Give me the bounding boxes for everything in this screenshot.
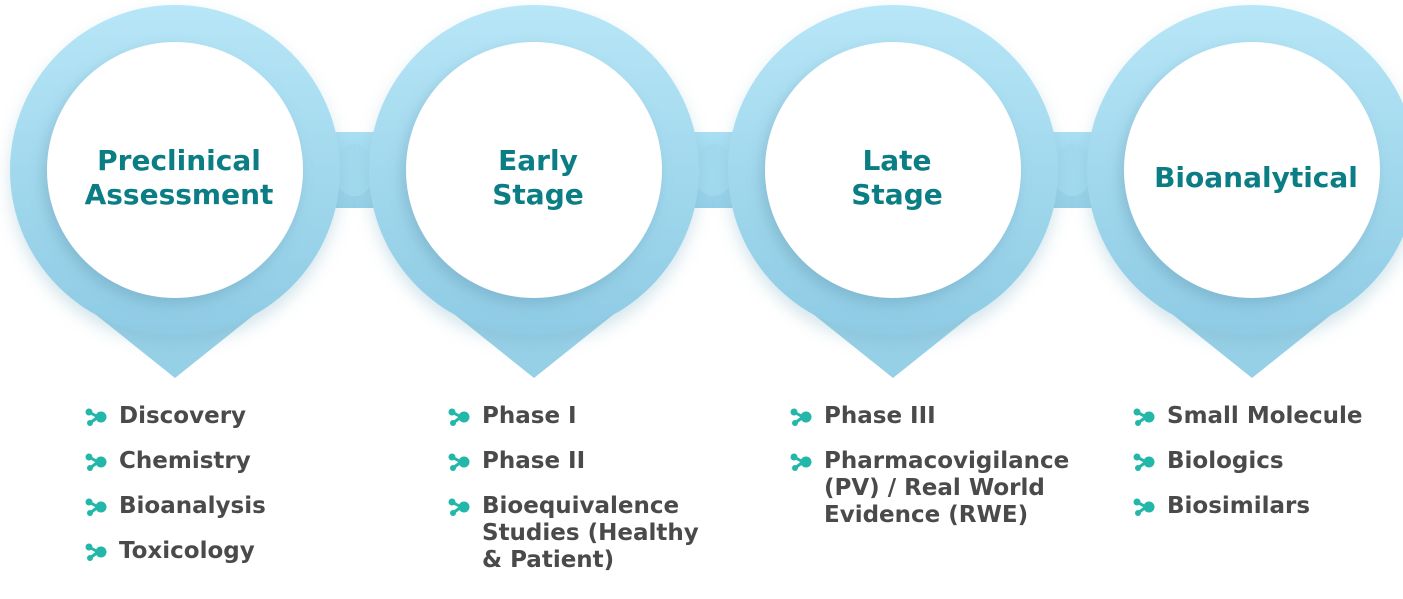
molecule-icon [85, 543, 107, 561]
molecule-icon [1133, 498, 1155, 516]
bullet-label: Biologics [1167, 448, 1284, 474]
bullet-item: Biologics [1133, 448, 1363, 475]
molecule-icon [790, 408, 812, 426]
bullet-label: Biosimilars [1167, 493, 1311, 519]
molecule-icon [790, 453, 812, 471]
connector-knot [693, 144, 734, 196]
molecule-icon [85, 498, 107, 516]
molecule-icon [85, 453, 107, 471]
stage-inner-circle [1124, 42, 1380, 298]
bullet-label: Bioanalysis [119, 493, 266, 519]
bullet-item: Discovery [85, 403, 266, 430]
bullet-label: Pharmacovigilance (PV) / Real World Evid… [824, 448, 1070, 528]
bullet-item: Bioanalysis [85, 493, 266, 520]
molecule-icon [448, 453, 470, 471]
stage-bullet-list: Phase I Phase II Bioequivalence Studies (H… [448, 403, 699, 592]
stage-inner-circle [765, 42, 1021, 298]
molecule-icon [85, 408, 107, 426]
bullet-item: Biosimilars [1133, 493, 1363, 520]
stage-title: Early Stage [492, 144, 584, 211]
bullet-label: Phase II [482, 448, 586, 474]
stage-inner-circle [406, 42, 662, 298]
connector-knot [1052, 144, 1093, 196]
molecule-icon [1133, 408, 1155, 426]
stage-title: Late Stage [851, 144, 943, 211]
inner-circles-layer [47, 42, 1380, 298]
bullet-item: Phase I [448, 403, 699, 430]
stage-inner-circle [47, 42, 303, 298]
molecule-icon [448, 498, 470, 516]
molecule-icon [1133, 453, 1155, 471]
bullet-item: Toxicology [85, 538, 266, 565]
bullet-item: Chemistry [85, 448, 266, 475]
molecule-icon [448, 408, 470, 426]
bullet-item: Phase III [790, 403, 1069, 430]
bullet-label: Discovery [119, 403, 247, 429]
bullet-label: Phase III [824, 403, 936, 429]
bullet-label: Toxicology [119, 538, 255, 564]
stage-title: Preclinical Assessment [84, 144, 274, 211]
bullet-item: Phase II [448, 448, 699, 475]
bullet-label: Small Molecule [1167, 403, 1363, 429]
bullet-label: Phase I [482, 403, 577, 429]
stage-title: Bioanalytical [1154, 161, 1358, 194]
bullet-item: Bioequivalence Studies (Healthy & Patien… [448, 493, 699, 574]
bullet-item: Pharmacovigilance (PV) / Real World Evid… [790, 448, 1069, 529]
bullet-item: Small Molecule [1133, 403, 1363, 430]
bullet-label: Chemistry [119, 448, 251, 474]
connector-knot [334, 144, 375, 196]
bullet-label: Bioequivalence Studies (Healthy & Patien… [482, 493, 699, 573]
stage-bullet-list: Phase III Pharmacovigilance (PV) / Real W… [790, 403, 1069, 547]
